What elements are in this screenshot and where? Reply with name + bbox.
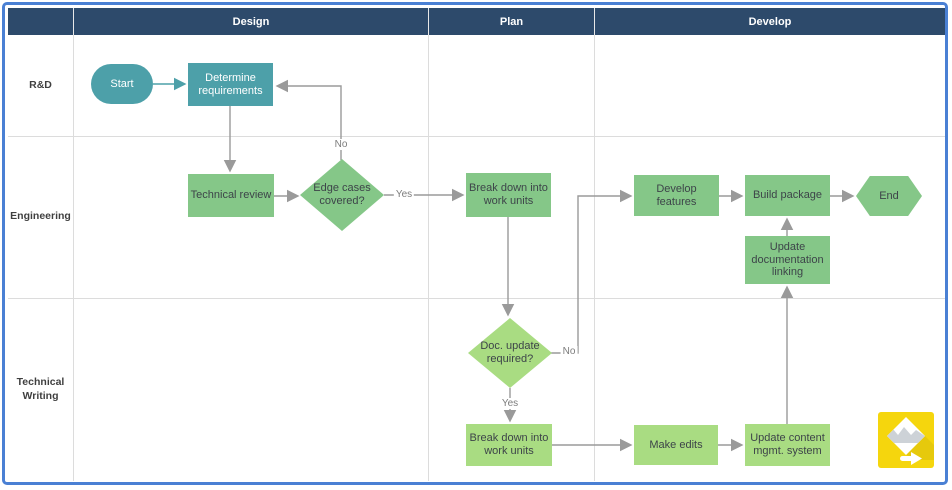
- node-make-edits: Make edits: [634, 425, 718, 465]
- edge-label-yes: Yes: [499, 398, 521, 409]
- node-label: Update documentation linking: [751, 241, 824, 279]
- grid-line-horizontal: [8, 136, 945, 137]
- edge-label-no: No: [560, 346, 578, 357]
- node-label: Doc. update required?: [480, 340, 540, 365]
- node-label: Start: [110, 77, 134, 90]
- phase-header-corner: [8, 8, 73, 35]
- node-develop-features: Develop features: [634, 175, 719, 216]
- phase-develop: Develop: [594, 8, 945, 35]
- node-label: Break down into work units: [469, 182, 548, 207]
- node-update-documentation-linking: Update documentation linking: [745, 236, 830, 284]
- grid-line-vertical: [73, 35, 74, 481]
- node-label: Edge cases covered?: [313, 182, 371, 207]
- node-label: Technical review: [190, 189, 272, 202]
- phase-plan: Plan: [428, 8, 594, 35]
- phase-design: Design: [73, 8, 428, 35]
- node-label: Update content mgmt. system: [750, 432, 825, 457]
- node-label: Make edits: [649, 438, 703, 451]
- grid-line-vertical: [594, 35, 595, 481]
- edge-label-yes: Yes: [393, 189, 415, 200]
- diagram-app-logo-icon: [878, 412, 934, 468]
- node-technical-review: Technical review: [188, 174, 274, 217]
- node-determine-requirements: Determine requirements: [188, 63, 273, 106]
- node-break-down-work-units-writing: Break down into work units: [466, 424, 552, 466]
- node-label: Break down into work units: [469, 432, 549, 457]
- grid-line-vertical: [428, 35, 429, 481]
- edge-label-no: No: [332, 139, 350, 150]
- node-build-package: Build package: [745, 175, 830, 216]
- lane-label-technical-writing: Technical Writing: [16, 376, 65, 402]
- node-label: Build package: [752, 189, 823, 202]
- node-label: Develop features: [656, 182, 697, 208]
- node-update-content-mgmt-system: Update content mgmt. system: [745, 424, 830, 466]
- lane-label-rd: R&D: [29, 78, 52, 91]
- lane-label-engineering: Engineering: [10, 210, 71, 223]
- node-label: End: [879, 189, 899, 202]
- grid-line-horizontal: [8, 298, 945, 299]
- node-label: Determine requirements: [198, 71, 263, 97]
- node-start: Start: [91, 64, 153, 104]
- phase-header-bar: Design Plan Develop: [8, 8, 945, 35]
- node-break-down-work-units-plan: Break down into work units: [466, 173, 551, 217]
- node-end: End: [856, 176, 922, 216]
